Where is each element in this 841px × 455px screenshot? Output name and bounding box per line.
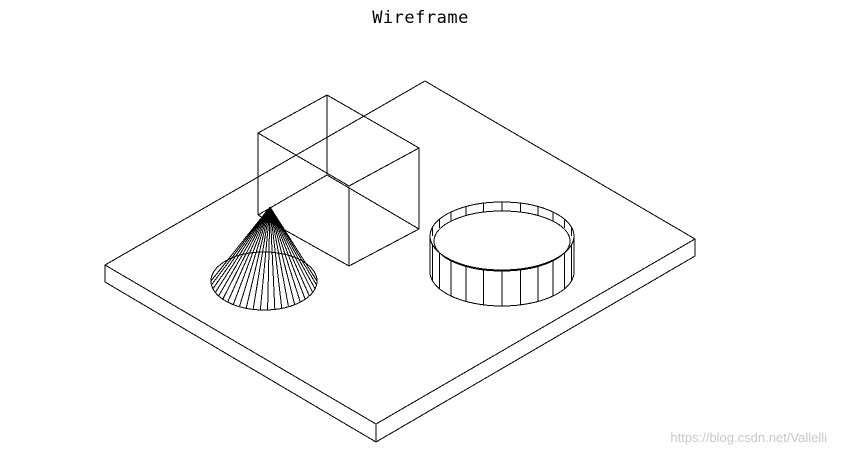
cone-generator bbox=[269, 206, 296, 305]
cone-generator bbox=[269, 206, 301, 302]
cone-generator bbox=[245, 206, 271, 308]
cylinder-wireframe bbox=[429, 201, 575, 307]
cone-generator bbox=[252, 206, 271, 309]
cone-generator bbox=[212, 206, 271, 289]
cone-silhouette bbox=[269, 206, 318, 282]
cone-generator bbox=[269, 206, 310, 297]
cone-wireframe bbox=[210, 206, 318, 311]
viewport-title: Wireframe bbox=[372, 8, 469, 28]
cone-generator bbox=[269, 206, 316, 289]
cone-generator bbox=[269, 206, 283, 308]
cone-generator bbox=[269, 206, 276, 309]
cone-generator bbox=[214, 206, 271, 293]
cone-generator bbox=[269, 206, 306, 300]
cone-generator bbox=[267, 206, 271, 310]
cone-silhouette bbox=[210, 206, 271, 282]
box-wireframe bbox=[256, 94, 421, 267]
cone-generator bbox=[232, 206, 271, 305]
watermark-text: https://blog.csdn.net/Vallelli bbox=[670, 430, 827, 445]
cone-generator bbox=[239, 206, 271, 307]
cone-generator bbox=[269, 206, 289, 307]
cone-generator bbox=[259, 206, 271, 310]
cone-generator bbox=[269, 206, 314, 293]
cone-generator bbox=[227, 206, 271, 303]
cone-generator bbox=[222, 206, 271, 300]
cone-generator bbox=[218, 206, 271, 297]
plate-wireframe bbox=[104, 80, 696, 443]
cylinder-inner-rim bbox=[433, 210, 571, 272]
